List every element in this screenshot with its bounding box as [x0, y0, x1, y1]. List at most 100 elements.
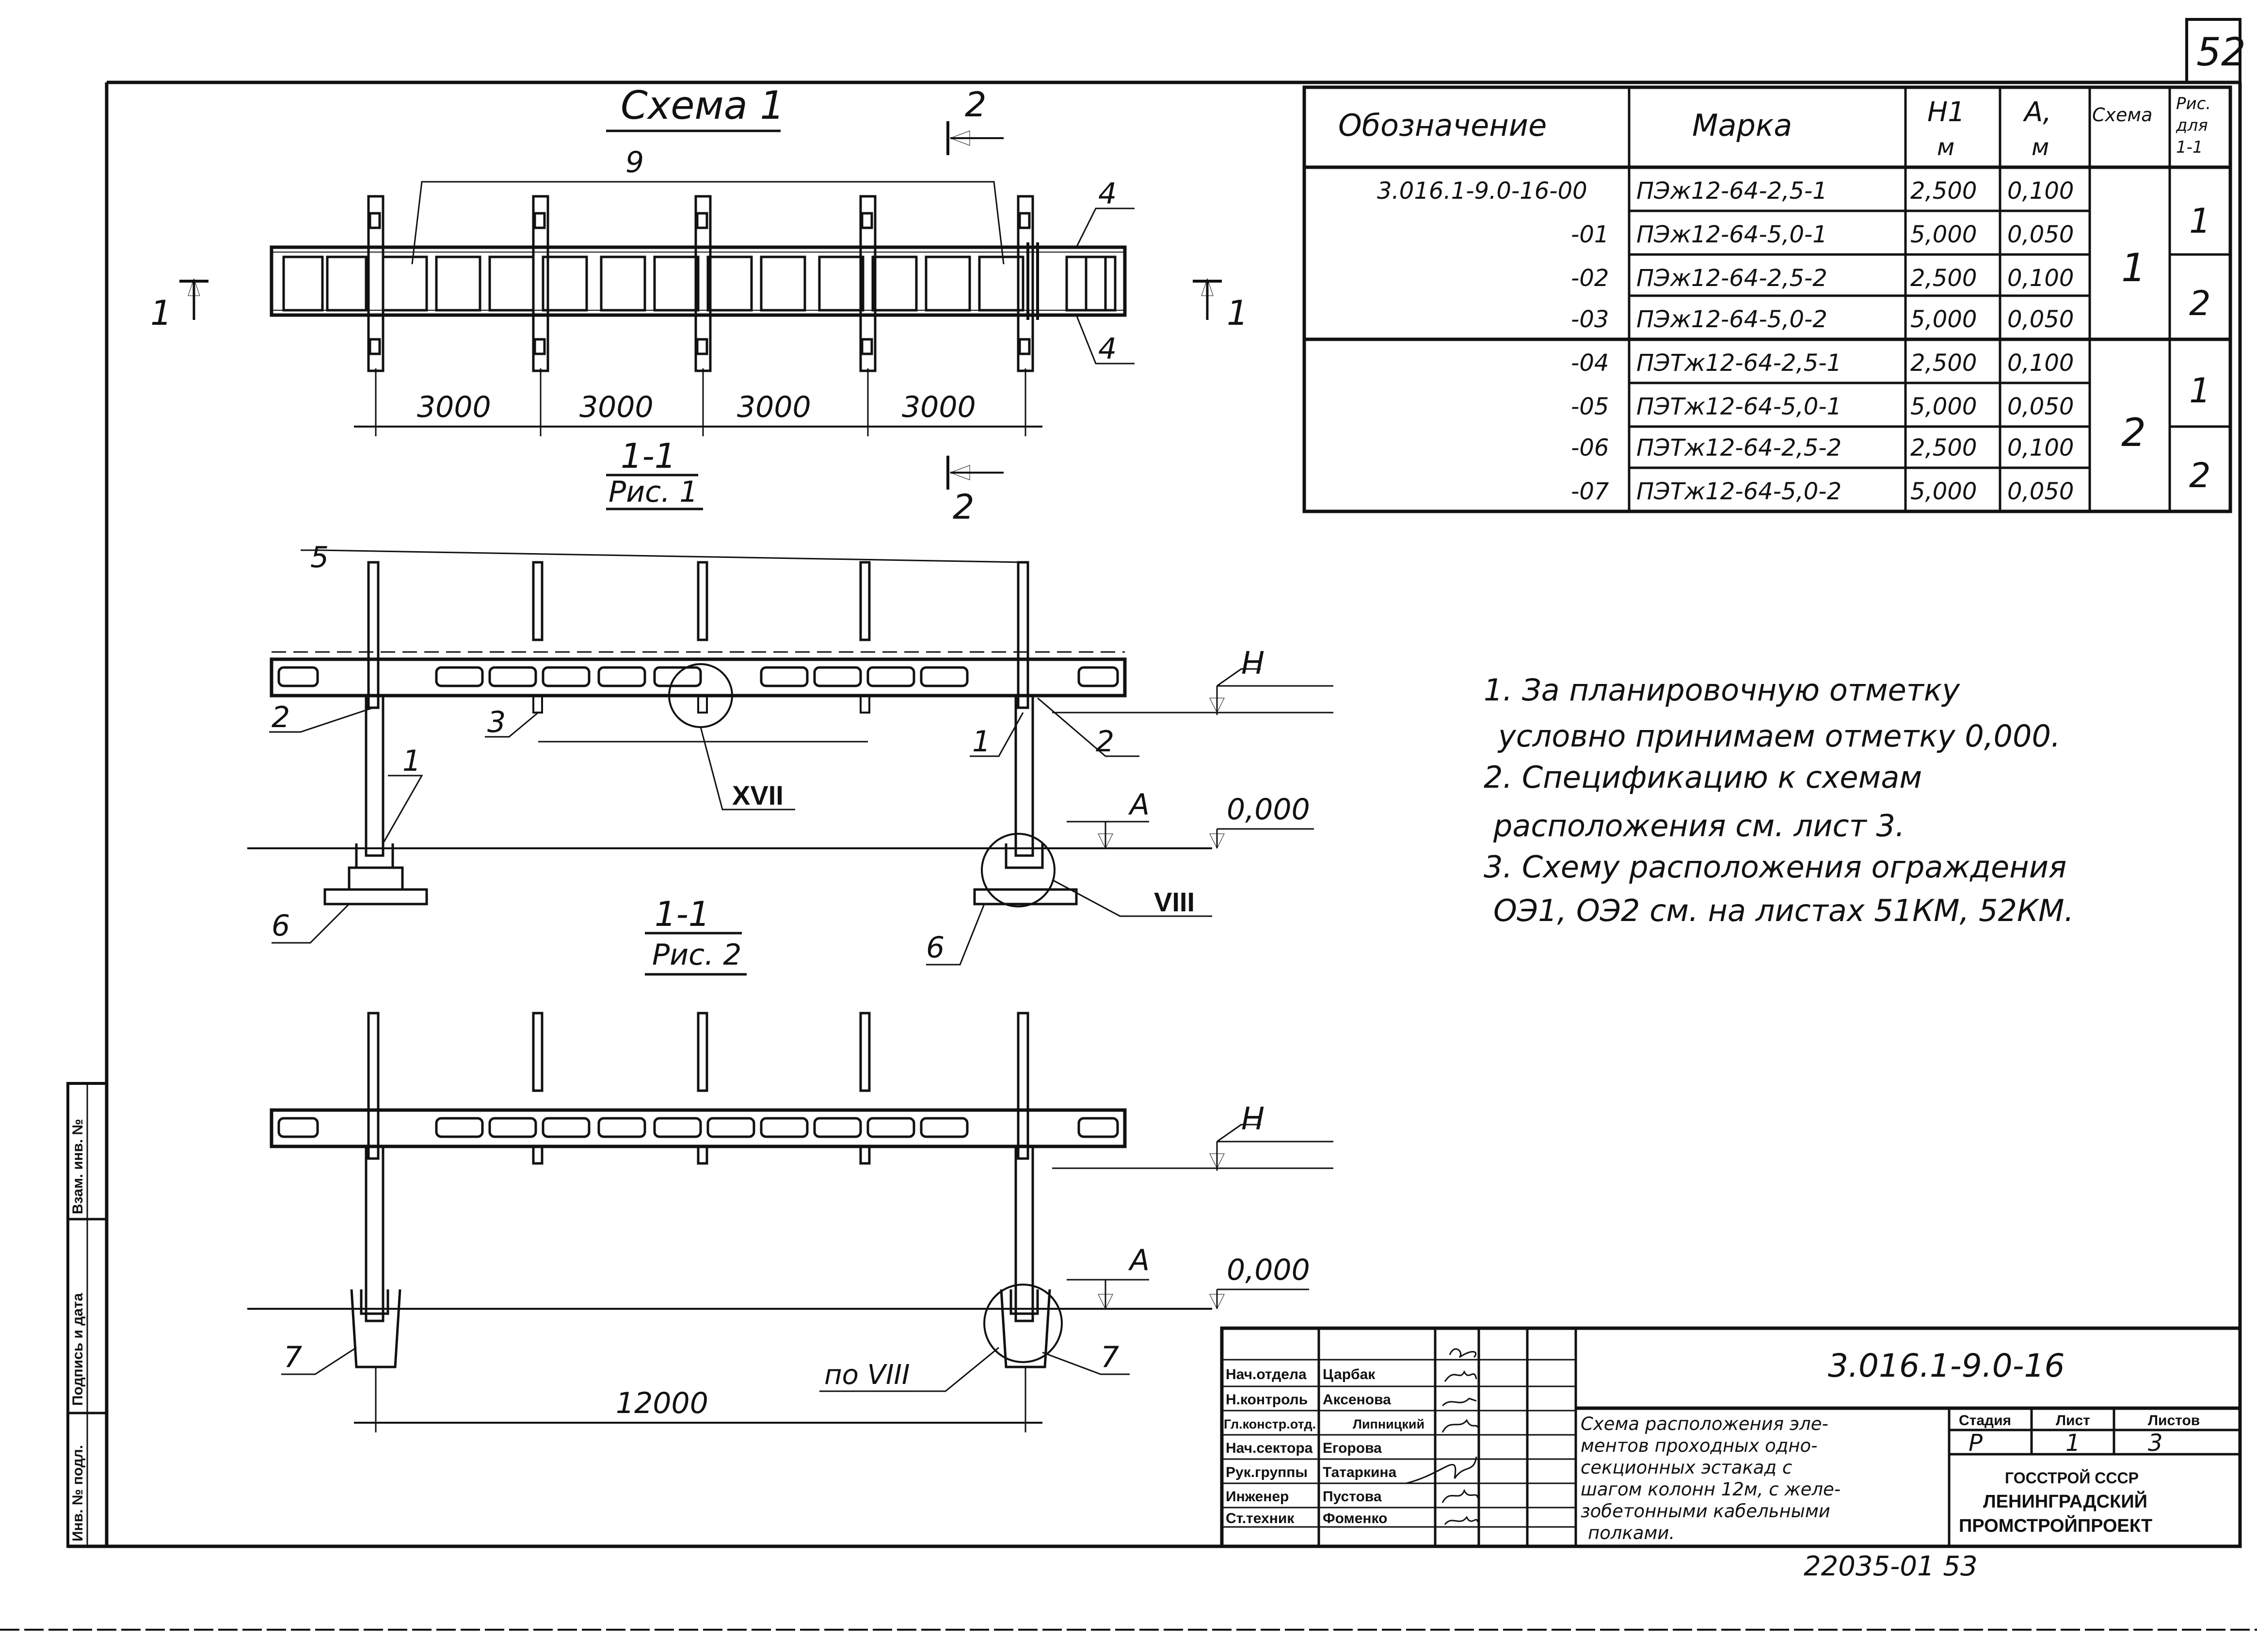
- fig2-h-label: Н: [1241, 1101, 1265, 1137]
- staff-3-name: Липницкий: [1353, 1417, 1425, 1431]
- spec-row-4-h1: 5,000: [1910, 306, 1977, 333]
- fig1-label-6-left: 6: [272, 909, 290, 943]
- staff-4-name: Егорова: [1323, 1440, 1382, 1456]
- title-desc-1: Схема расположения эле-: [1581, 1414, 1828, 1434]
- sheets-label: Листов: [2148, 1413, 2200, 1429]
- spec-row-8-mark: ПЭТж12-64-5,0-2: [1636, 478, 1841, 505]
- fig1-a-label: А: [1128, 788, 1150, 822]
- spec-row-3-h1: 2,500: [1910, 265, 1977, 292]
- spec-row-8-h1: 5,000: [1910, 478, 1977, 505]
- fig1-label-2-left: 2: [272, 700, 290, 734]
- spec-scheme-2: 2: [2121, 410, 2146, 455]
- plan-label-4-bottom: 4: [1098, 332, 1117, 366]
- spec-fig-1: 1: [2189, 201, 2211, 241]
- staff-7-name: Фоменко: [1323, 1510, 1387, 1526]
- spec-row-7-h1: 2,500: [1910, 434, 1977, 461]
- side-stamp-replace-label: Взам. инв. №: [70, 1119, 86, 1214]
- note-3-line-2: ОЭ1, ОЭ2 см. на листах 51КМ, 52КМ.: [1493, 893, 2074, 928]
- staff-1-role: Нач.отдела: [1226, 1366, 1307, 1382]
- staff-2-name: Аксенова: [1323, 1392, 1391, 1408]
- fig1-label-3: 3: [487, 705, 506, 739]
- plan-label-4-top: 4: [1098, 177, 1117, 211]
- spec-row-3-a: 0,100: [2007, 265, 2074, 292]
- staff-4-role: Нач.сектора: [1226, 1440, 1313, 1456]
- title-desc-5: зобетонными кабельными: [1581, 1501, 1830, 1522]
- staff-5-role: Рук.группы: [1226, 1464, 1308, 1480]
- fig2-label-7-right: 7: [1101, 1340, 1119, 1374]
- fig1-label-1-right: 1: [972, 725, 991, 759]
- org-line-2: ЛЕНИНГРАДСКИЙ: [1983, 1490, 2147, 1512]
- note-3-line-1: 3. Схему расположения ограждения: [1484, 849, 2066, 885]
- note-1-line-2: условно принимаем отметку 0,000.: [1497, 718, 2061, 754]
- plan-label-9: 9: [625, 145, 644, 179]
- spec-row-3-mark: ПЭж12-64-2,5-2: [1636, 265, 1827, 292]
- side-stamp: Инв. № подл. Подпись и дата Взам. инв. №: [66, 1082, 108, 1548]
- spec-row-2-a: 0,050: [2007, 221, 2074, 248]
- stage-value: Р: [1969, 1430, 1983, 1457]
- side-stamp-inv-label: Инв. № подл.: [70, 1445, 86, 1541]
- fig1-label-1-left: 1: [402, 744, 421, 778]
- spec-row-4-mark: ПЭж12-64-5,0-2: [1636, 306, 1827, 333]
- spec-row-4-a: 0,050: [2007, 306, 2074, 333]
- sheet-value: 1: [2065, 1430, 2081, 1457]
- fig2-elevation: Н А 0,000 7 7 по VIII 12000: [247, 1012, 1333, 1432]
- spec-row-7-designation: -06: [1571, 434, 1609, 461]
- spec-row-7-a: 0,100: [2007, 434, 2074, 461]
- spec-row-6-mark: ПЭТж12-64-5,0-1: [1636, 393, 1841, 420]
- staff-7-role: Ст.техник: [1226, 1510, 1295, 1526]
- note-1-line-1: 1. За планировочную отметку: [1484, 672, 1960, 708]
- title-desc-2: ментов проходных одно-: [1581, 1435, 1818, 1456]
- cut-1-left-label: 1: [150, 293, 172, 333]
- staff-2-role: Н.контроль: [1226, 1392, 1308, 1408]
- spec-row-5-designation: -04: [1571, 349, 1609, 377]
- fig1-label-6-right: 6: [926, 931, 944, 965]
- fig1-h-label: Н: [1241, 646, 1265, 682]
- spec-table: Обозначение Марка Н1 м А, м Схема Рис.дл…: [1302, 85, 2232, 513]
- fig1-title: 1-1: [655, 894, 710, 934]
- spec-fig-4: 2: [2189, 456, 2211, 495]
- title-desc-6: полками.: [1588, 1523, 1675, 1543]
- spec-header-h1: Н1: [1927, 96, 1965, 128]
- fig2-span: 12000: [616, 1386, 708, 1420]
- spec-row-5-h1: 2,500: [1910, 349, 1977, 377]
- spec-row-5-a: 0,100: [2007, 349, 2074, 377]
- title-code: 3.016.1-9.0-16: [1828, 1347, 2065, 1384]
- spec-row-3-designation: -02: [1571, 265, 1609, 292]
- stage-label: Стадия: [1959, 1413, 2011, 1429]
- note-2-line-1: 2. Спецификацию к схемам: [1484, 760, 1922, 795]
- org-line-3: ПРОМСТРОЙПРОЕКТ: [1959, 1514, 2152, 1536]
- sheets-value: 3: [2148, 1430, 2163, 1457]
- spec-row-2-designation: -01: [1571, 221, 1609, 248]
- fig1-fig-label: Рис. 2: [652, 938, 741, 972]
- fig2-node-ref: по VIII: [824, 1359, 910, 1391]
- spec-row-2-mark: ПЭж12-64-5,0-1: [1636, 221, 1827, 248]
- side-stamp-sign-label: Подпись и дата: [70, 1293, 86, 1406]
- page-number: 52: [2196, 30, 2246, 75]
- spec-header-a: А,: [2023, 96, 2051, 128]
- cut-2-top-label: 2: [965, 85, 987, 125]
- archive-number: 22035-01 53: [1804, 1551, 1978, 1582]
- title-block: Нач.отдела Царбак Н.контроль Аксенова Гл…: [1220, 1326, 2242, 1548]
- plan-span-2: 3000: [579, 390, 654, 424]
- plan-title: Схема 1: [621, 83, 784, 128]
- cut-1-right-label: 1: [1227, 293, 1249, 333]
- title-desc-3: секционных эстакад с: [1581, 1457, 1792, 1478]
- plan-span-1: 3000: [417, 390, 491, 424]
- staff-6-name: Пустова: [1323, 1489, 1382, 1505]
- fig1-node-xvii: XVII: [732, 780, 784, 810]
- plan-span-4: 3000: [902, 390, 976, 424]
- staff-5-name: Татаркина: [1323, 1464, 1397, 1480]
- plan-view: Схема 1 9 2: [150, 83, 1249, 527]
- title-desc-4: шагом колонн 12м, с желе-: [1581, 1479, 1841, 1500]
- spec-row-6-a: 0,050: [2007, 393, 2074, 420]
- spec-header-scheme: Схема: [2092, 104, 2152, 126]
- staff-6-role: Инженер: [1226, 1489, 1289, 1505]
- cut-2-bottom-label: 2: [953, 487, 975, 527]
- spec-row-1-h1: 2,500: [1910, 177, 1977, 205]
- fig1-node-viii: VIII: [1154, 887, 1195, 917]
- fig1-elevation: 5: [247, 540, 1333, 976]
- plan-span-3: 3000: [737, 390, 811, 424]
- spec-row-6-h1: 5,000: [1910, 393, 1977, 420]
